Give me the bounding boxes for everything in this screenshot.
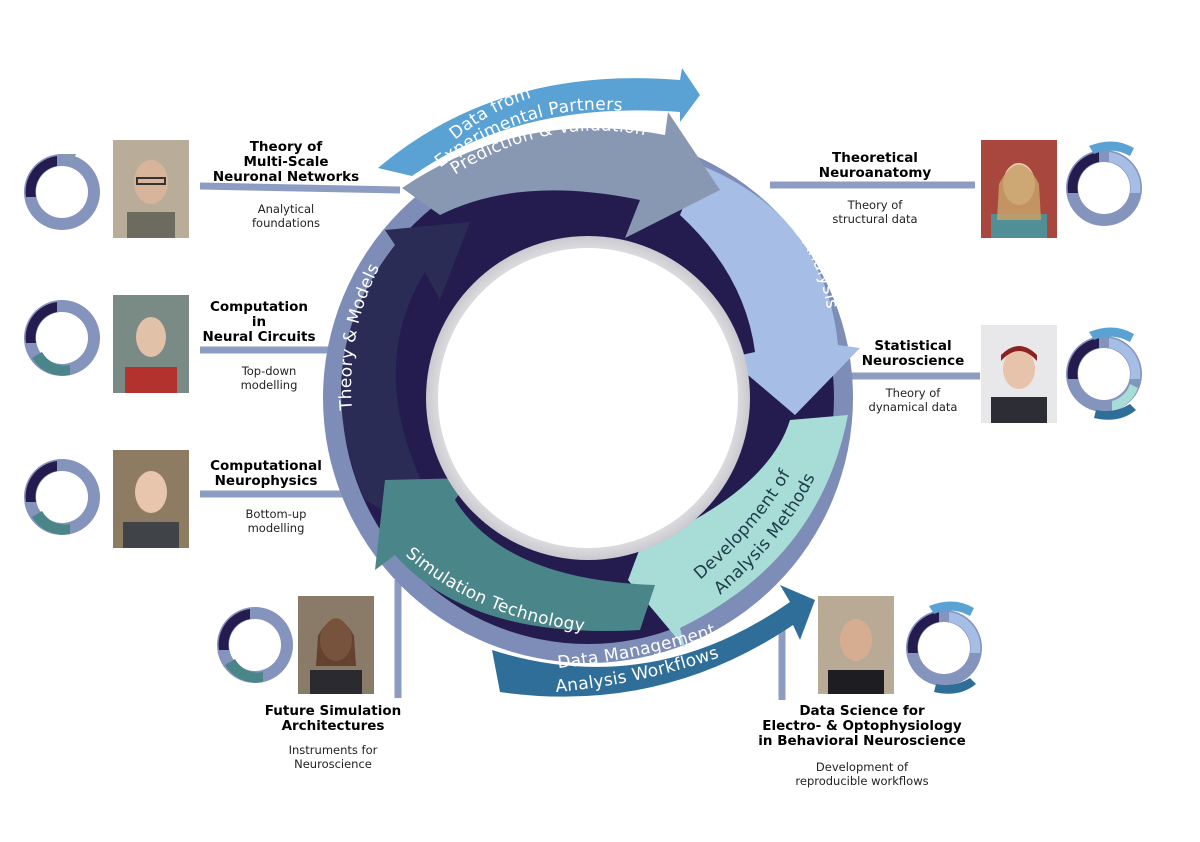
mini-cycle-icon-5: [1066, 141, 1142, 226]
connector-lines: [199, 181, 980, 700]
portrait-photo: [298, 596, 374, 694]
portrait-photo: [818, 596, 894, 694]
portrait-photo: [113, 295, 189, 393]
cycle-ring: [323, 112, 860, 663]
mini-cycle-icon-1: [24, 154, 100, 230]
mini-cycle-icon-4: [217, 607, 293, 683]
data-management-arrow: [492, 585, 815, 697]
data-from-experimental-partners-arrow: [378, 68, 700, 176]
portrait-photo: [981, 325, 1057, 423]
portrait-photo: [113, 140, 189, 238]
portrait-photo: [113, 450, 189, 548]
mini-cycle-icon-7: [906, 601, 982, 694]
mini-cycle-icon-2: [24, 300, 100, 376]
portrait-photo: [981, 140, 1057, 238]
mini-cycle-icon-3: [24, 459, 100, 535]
mini-cycle-icon-6: [1066, 327, 1142, 420]
